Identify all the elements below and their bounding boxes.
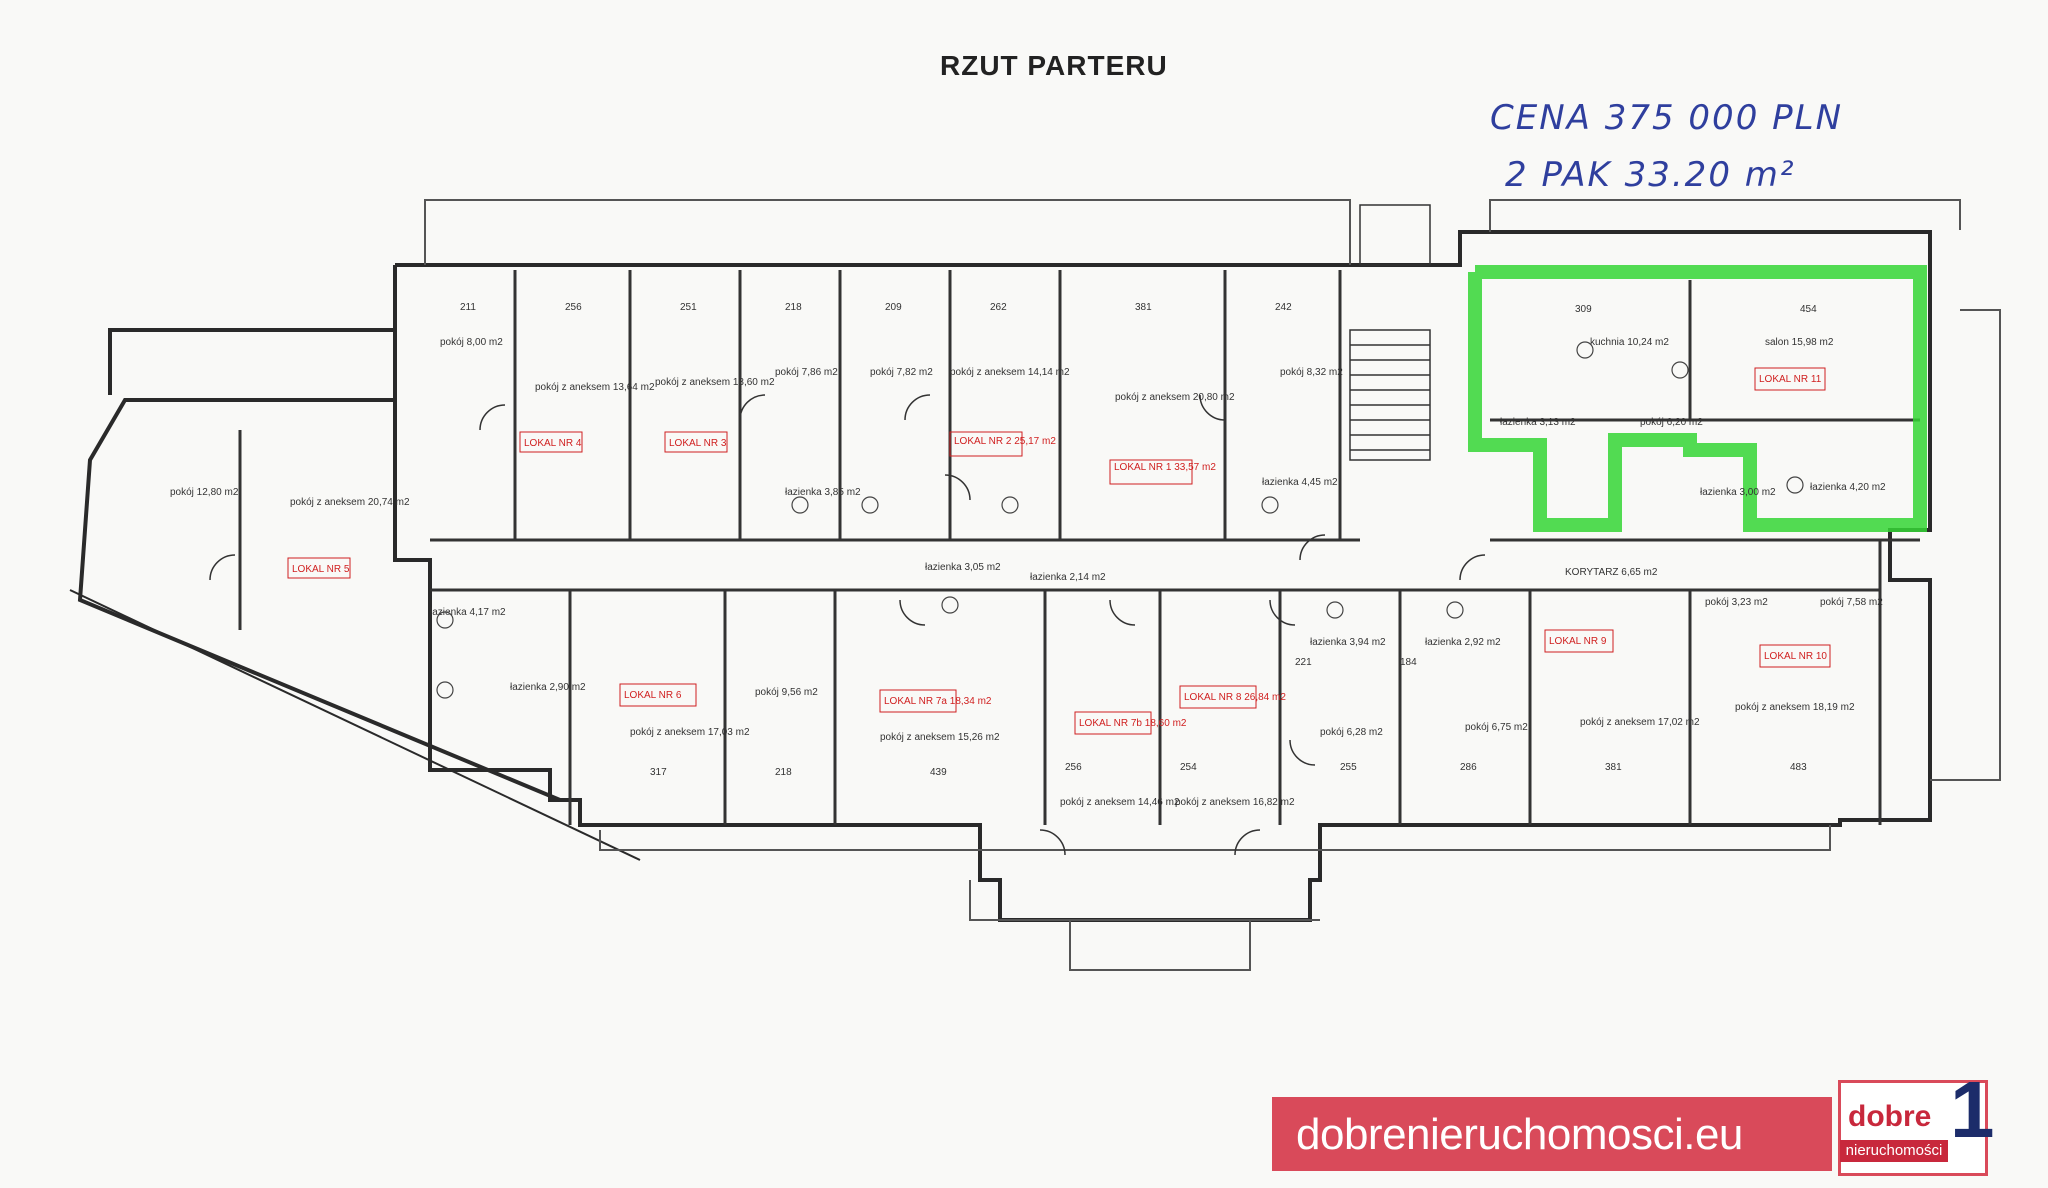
dim-label: 256: [565, 302, 582, 313]
door-swings: [209, 394, 1486, 856]
staircase: [1349, 204, 1431, 461]
unit-tag: LOKAL NR 3: [669, 438, 727, 449]
unit-tag: LOKAL NR 1 33,57 m2: [1114, 462, 1216, 473]
dim-label: 454: [1800, 304, 1817, 315]
room-label: pokój z aneksem 17,03 m2: [630, 727, 750, 738]
unit-tag-boxes: [287, 367, 1831, 735]
room-label: pokój 12,80 m2: [170, 487, 239, 498]
unit-tag: LOKAL NR 11: [1759, 374, 1822, 385]
room-label: salon 15,98 m2: [1765, 337, 1834, 348]
room-label: pokój 3,23 m2: [1705, 597, 1768, 608]
logo-word-bottom: nieruchomości: [1840, 1140, 1948, 1162]
room-label: łazienka 3,05 m2: [925, 562, 1001, 573]
dim-label: 218: [785, 302, 802, 313]
room-label: pokój 7,86 m2: [775, 367, 838, 378]
dim-label: 256: [1065, 762, 1082, 773]
room-label: pokój z aneksem 20,80 m2: [1115, 392, 1235, 403]
room-label: łazienka 4,20 m2: [1810, 482, 1886, 493]
room-label: łazienka 3,94 m2: [1310, 637, 1386, 648]
handwritten-area: 2 PAK 33.20 m²: [1505, 155, 1796, 195]
unit-tag: LOKAL NR 10: [1764, 651, 1827, 662]
room-label: pokój z aneksem 14,14 m2: [950, 367, 1070, 378]
site-url: dobrenieruchomosci.eu: [1296, 1110, 1743, 1159]
room-label: pokój 8,00 m2: [440, 337, 503, 348]
dim-label: 286: [1460, 762, 1477, 773]
logo-word-top: dobre: [1848, 1100, 1932, 1133]
room-label: kuchnia 10,24 m2: [1590, 337, 1669, 348]
dim-label: 381: [1135, 302, 1152, 313]
dim-label: 262: [990, 302, 1007, 313]
dim-label: 218: [775, 767, 792, 778]
unit-tag: LOKAL NR 2 25,17 m2: [954, 436, 1056, 447]
dimension-labels: 211 256 251 218 209 262 381 242 309 454 …: [460, 302, 1817, 778]
room-label: pokój z aneksem 16,82 m2: [1175, 797, 1295, 808]
room-label: pokój z aneksem 13,64 m2: [535, 382, 655, 393]
unit-tag: LOKAL NR 9: [1549, 636, 1607, 647]
room-label: pokój 8,32 m2: [1280, 367, 1343, 378]
dim-label: 439: [930, 767, 947, 778]
room-label: łazienka 2,90 m2: [510, 682, 586, 693]
dim-label: 221: [1295, 657, 1312, 668]
terrace-lines: [424, 199, 2001, 971]
bathroom-fixtures: [436, 341, 1804, 699]
room-label: pokój 6,28 m2: [1320, 727, 1383, 738]
left-wing-terrace: [108, 328, 395, 395]
room-label: pokój z aneksem 13,60 m2: [655, 377, 775, 388]
room-label: pokój 7,58 m2: [1820, 597, 1883, 608]
interior-walls: [238, 270, 1920, 825]
handwritten-price: CENA 375 000 PLN: [1490, 98, 1844, 138]
dim-label: 255: [1340, 762, 1357, 773]
unit-tag: LOKAL NR 4: [524, 438, 582, 449]
plan-title: RZUT PARTERU: [940, 50, 1168, 81]
room-label: pokój 9,56 m2: [755, 687, 818, 698]
dim-label: 381: [1605, 762, 1622, 773]
dim-label: 242: [1275, 302, 1292, 313]
room-label: łazienka 2,92 m2: [1425, 637, 1501, 648]
room-label: pokój z aneksem 14,46 m2: [1060, 797, 1180, 808]
dim-label: 309: [1575, 304, 1592, 315]
dim-label: 209: [885, 302, 902, 313]
unit-tag: LOKAL NR 6: [624, 690, 682, 701]
room-label: pokój z aneksem 17,02 m2: [1580, 717, 1700, 728]
building-outline: [393, 230, 1932, 922]
room-label: łazienka 2,14 m2: [1030, 572, 1106, 583]
room-label: pokój 7,82 m2: [870, 367, 933, 378]
unit-tags: LOKAL NR 1 33,57 m2 LOKAL NR 2 25,17 m2 …: [292, 374, 1827, 729]
room-label: łazienka 3,85 m2: [785, 487, 861, 498]
room-label: pokój 6,20 m2: [1640, 417, 1703, 428]
room-label: łazienka 4,17 m2: [430, 607, 506, 618]
dim-label: 317: [650, 767, 667, 778]
dim-label: 184: [1400, 657, 1417, 668]
left-wing-ramp: [69, 589, 641, 861]
room-label: łazienka 3,13 m2: [1500, 417, 1576, 428]
room-label: pokój z aneksem 18,19 m2: [1735, 702, 1855, 713]
logo-digit: 1: [1950, 1065, 1995, 1154]
unit-tag: LOKAL NR 7b 18,60 m2: [1079, 718, 1187, 729]
unit-tag: LOKAL NR 7a 18,34 m2: [884, 696, 992, 707]
room-labels: pokój 8,00 m2 pokój z aneksem 13,64 m2 p…: [170, 337, 1886, 808]
unit-tag: LOKAL NR 5: [292, 564, 350, 575]
dim-label: 211: [460, 302, 476, 313]
room-label: pokój z aneksem 15,26 m2: [880, 732, 1000, 743]
highlighted-unit-outline: [1468, 265, 1927, 532]
left-wing-outline: [77, 398, 580, 802]
dim-label: 254: [1180, 762, 1197, 773]
room-label: pokój z aneksem 20,74 m2: [290, 497, 410, 508]
room-label: łazienka 4,45 m2: [1262, 477, 1338, 488]
site-banner: [1272, 1097, 1832, 1171]
room-label: łazienka 3,00 m2: [1700, 487, 1776, 498]
dim-label: 251: [680, 302, 697, 313]
room-label: KORYTARZ 6,65 m2: [1565, 567, 1658, 578]
dim-label: 483: [1790, 762, 1807, 773]
room-label: pokój 6,75 m2: [1465, 722, 1528, 733]
unit-tag: LOKAL NR 8 26,84 m2: [1184, 692, 1286, 703]
